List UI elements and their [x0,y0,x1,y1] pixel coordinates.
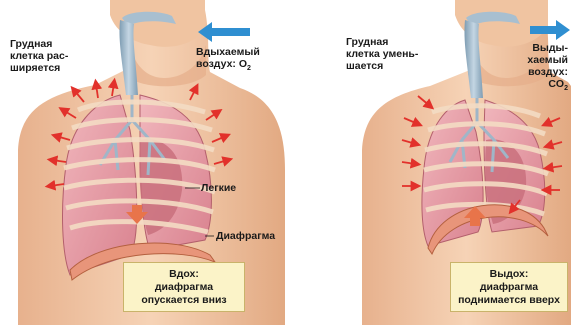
inhale-chest-label: Грудная клетка рас- ширяется [10,38,68,74]
exhale-caption: Выдох: диафрагма поднимается вверх [450,262,568,312]
inhale-air-label: Вдыхаемый воздух: O2 [196,46,260,75]
inhale-caption: Вдох: диафрагма опускается вниз [123,262,245,312]
exhale-air-label: Выды- хаемый воздух: CO2 [520,42,568,95]
lungs-label: Легкие [201,182,236,194]
diaphragm-label: Диафрагма [216,230,275,242]
exhale-chest-label: Грудная клетка умень- шается [346,36,418,72]
